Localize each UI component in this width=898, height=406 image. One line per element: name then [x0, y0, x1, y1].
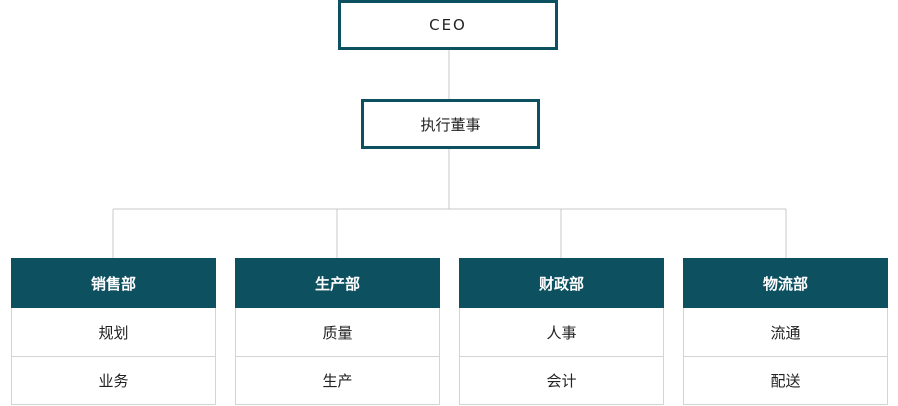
dept-item-label: 配送	[770, 372, 801, 390]
dept-logistics-item-circulation: 流通	[683, 308, 888, 357]
dept-finance: 财政部 人事 会计	[459, 258, 664, 406]
dept-production-title: 生产部	[314, 274, 360, 293]
dept-production-item-quality: 质量	[235, 308, 440, 357]
dept-production: 生产部 质量 生产	[235, 258, 440, 406]
ceo-node: CEO	[338, 0, 558, 50]
dept-sales-item-business: 业务	[11, 357, 216, 405]
dept-production-item-production: 生产	[235, 357, 440, 405]
dept-item-label: 流通	[770, 323, 801, 342]
dept-sales-item-planning: 规划	[11, 308, 216, 357]
dept-logistics-header: 物流部	[683, 258, 888, 308]
ceo-label: CEO	[429, 16, 467, 34]
dept-sales: 销售部 规划 业务	[11, 258, 216, 406]
dept-finance-item-hr: 人事	[459, 308, 664, 357]
dept-production-header: 生产部	[235, 258, 440, 308]
dept-logistics-item-delivery: 配送	[683, 357, 888, 405]
dept-sales-header: 销售部	[11, 258, 216, 308]
dept-item-label: 质量	[322, 323, 353, 342]
dept-item-label: 生产	[322, 372, 353, 390]
dept-item-label: 业务	[98, 372, 129, 390]
dept-logistics: 物流部 流通 配送	[683, 258, 888, 406]
dept-sales-title: 销售部	[90, 274, 136, 293]
executive-director-node: 执行董事	[361, 99, 540, 149]
executive-director-label: 执行董事	[420, 115, 481, 134]
dept-finance-title: 财政部	[538, 274, 584, 293]
dept-item-label: 人事	[546, 323, 577, 342]
dept-finance-item-accounting: 会计	[459, 357, 664, 405]
dept-item-label: 规划	[98, 323, 129, 342]
dept-finance-header: 财政部	[459, 258, 664, 308]
dept-item-label: 会计	[546, 372, 577, 390]
dept-logistics-title: 物流部	[762, 274, 808, 293]
